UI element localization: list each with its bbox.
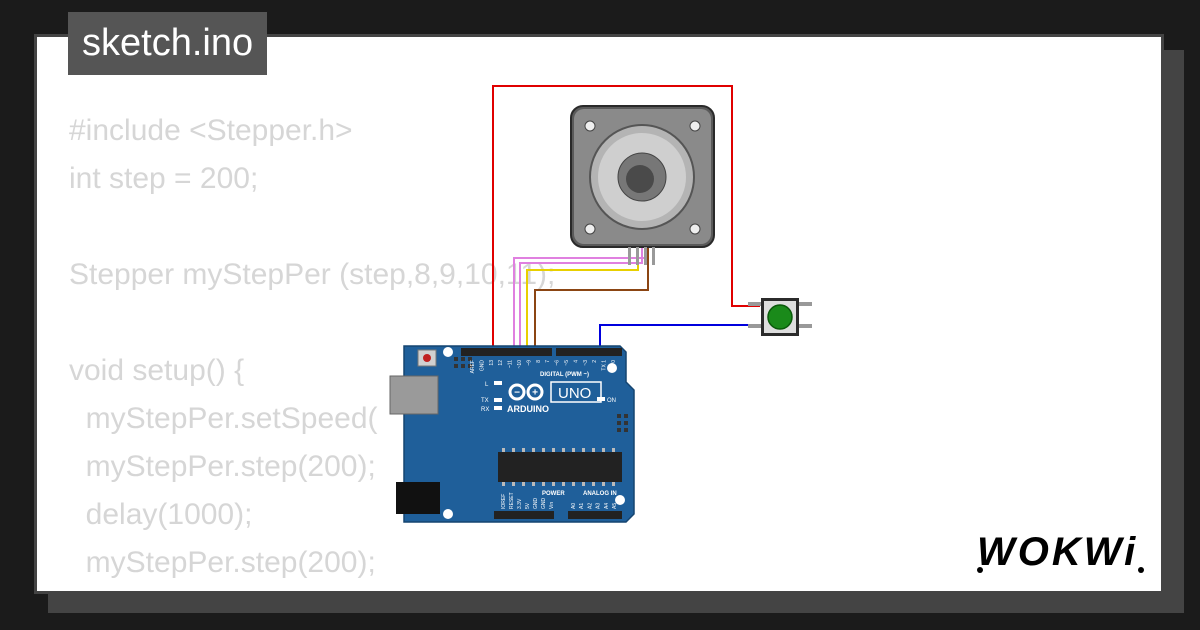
pin-label: A0 (571, 503, 577, 509)
arduino-model: UNO (558, 385, 591, 402)
usb-connector (389, 375, 439, 415)
pin-label: 3.3V (517, 498, 523, 509)
pin-label: RESET (509, 492, 515, 509)
sketch-title: sketch.ino (68, 12, 268, 75)
icsp-header (454, 357, 628, 432)
tx-label: TX (481, 398, 489, 404)
pin-label: GND (479, 360, 485, 372)
pin-label: A5 (612, 503, 618, 509)
power-label: POWER (542, 491, 565, 497)
pin-label: RX 0 (611, 360, 617, 371)
pin-label: GND (541, 498, 547, 510)
pin-label: A4 (604, 503, 610, 509)
wokwi-logo: WOKWi (977, 530, 1144, 574)
rx-label: RX (481, 407, 489, 413)
code-line: myStepPer.step(200); (69, 450, 376, 483)
pin-label: 7 (545, 360, 551, 363)
pin-label: GND (533, 498, 539, 510)
microcontroller-chip (498, 452, 622, 482)
pin-label: Vin (549, 502, 555, 509)
pin-label: 13 (489, 360, 495, 366)
digital-header-2 (556, 348, 622, 356)
wire-yellow (526, 248, 639, 356)
code-line: int step = 200; (69, 162, 259, 195)
pin-label: TX 1 (602, 360, 608, 371)
svg-text:+: + (532, 388, 538, 399)
pin-label: 12 (498, 360, 504, 366)
led-rx (494, 406, 502, 410)
arduino-brand: ARDUINO (507, 404, 549, 414)
svg-text:−: − (514, 388, 520, 399)
led-l (494, 381, 502, 385)
pin-label: ~6 (555, 360, 561, 366)
pin-label: 8 (536, 360, 542, 363)
code-line: void setup() { (69, 354, 245, 387)
stepper-motor[interactable] (570, 105, 715, 265)
wire-brown (534, 248, 649, 356)
power-jack (396, 482, 440, 514)
pin-label: AREF (470, 360, 476, 373)
digital-header (461, 348, 552, 356)
pin-label: ~9 (526, 360, 532, 366)
code-listing: #include <Stepper.h>int step = 200;Stepp… (69, 107, 555, 587)
pin-label: IOREF (501, 494, 507, 509)
wire-pink-2 (519, 248, 643, 356)
power-header (494, 511, 554, 519)
arduino-logo-icon (508, 383, 544, 401)
wire-red (492, 85, 760, 356)
pin-label: A3 (596, 503, 602, 509)
logo-dot-icon (977, 567, 983, 573)
led-tx (494, 398, 502, 402)
pin-label: ~3 (583, 360, 589, 366)
pin-label: 4 (573, 360, 579, 363)
logo-dot-icon (1138, 567, 1144, 573)
pin-label: ~11 (508, 360, 514, 368)
pin-label: A2 (587, 503, 593, 509)
code-line: myStepPer.setSpeed( (69, 402, 378, 435)
code-line: myStepPer.step(200); (69, 546, 376, 579)
code-line: #include <Stepper.h> (69, 114, 353, 147)
on-label: ON (607, 398, 616, 404)
digital-label: DIGITAL (PWM ~) (540, 372, 589, 378)
pin-label: A1 (579, 503, 585, 509)
code-line: delay(1000); (69, 498, 253, 531)
analog-header (568, 511, 622, 519)
pin-label: ~10 (517, 360, 523, 369)
analog-label: ANALOG IN (583, 491, 617, 497)
pin-label: 5V (525, 502, 531, 509)
pushbutton[interactable] (748, 298, 812, 336)
wokwi-logo-text: WOKWi (977, 530, 1138, 574)
pin-label: 2 (592, 360, 598, 363)
pin-label: ~5 (564, 360, 570, 366)
arduino-uno-board[interactable]: − + ARDUINO UNO DIGITAL (PWM ~) POWER AN… (389, 345, 635, 523)
l-label: L (485, 382, 489, 388)
